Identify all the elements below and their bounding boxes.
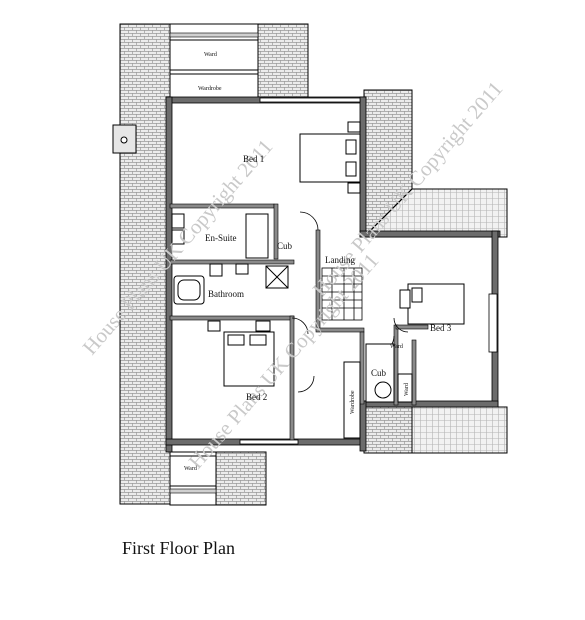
label-landing: Landing xyxy=(325,255,355,265)
label-wardrobe-landing: Wardrobe xyxy=(350,390,356,414)
dormer-top-window xyxy=(169,32,259,38)
roof-east-lower xyxy=(363,406,508,454)
basin-bathroom xyxy=(209,263,249,277)
roof-east-upper xyxy=(362,89,508,239)
label-bed3: Bed 3 xyxy=(430,323,452,333)
ward-top xyxy=(169,39,259,71)
label-ensuite: En-Suite xyxy=(205,233,237,243)
label-bathroom: Bathroom xyxy=(208,289,244,299)
chimney-flue xyxy=(120,136,128,144)
label-cub-lower: Cub xyxy=(371,368,387,378)
roof-west xyxy=(119,23,171,505)
bed1-bed xyxy=(299,121,361,194)
label-wardrobe-top: Wardrobe xyxy=(198,86,222,92)
ward-vertical xyxy=(397,373,413,403)
label-bed1: Bed 1 xyxy=(243,154,264,164)
internal-walls xyxy=(169,203,429,445)
ward-bottom xyxy=(169,455,217,487)
roof-top-dormer xyxy=(257,23,309,102)
bed3-bed xyxy=(399,283,465,325)
label-cub-upper: Cub xyxy=(277,241,293,251)
label-ward-top: Ward xyxy=(204,52,217,58)
bed2-bed xyxy=(207,320,275,387)
label-ward-vertical: Ward xyxy=(404,383,410,396)
window-bed1 xyxy=(259,97,361,103)
stairs xyxy=(321,267,363,321)
boiler xyxy=(374,381,392,399)
plan-caption: First Floor Plan xyxy=(122,538,236,558)
label-ward-bottom: Ward xyxy=(184,466,197,472)
wardrobe-top xyxy=(169,73,259,102)
wardrobe-landing xyxy=(343,361,361,439)
dormer-bottom-window xyxy=(169,488,217,494)
window-bed3 xyxy=(488,293,498,353)
ensuite-fixtures xyxy=(171,213,269,259)
label-bed2: Bed 2 xyxy=(246,392,267,402)
roof-bottom-dormer xyxy=(215,451,267,506)
window-bed2 xyxy=(239,439,299,445)
bath xyxy=(173,275,205,305)
label-ward-cub: Ward xyxy=(390,344,403,350)
shower-bathroom xyxy=(265,265,289,289)
